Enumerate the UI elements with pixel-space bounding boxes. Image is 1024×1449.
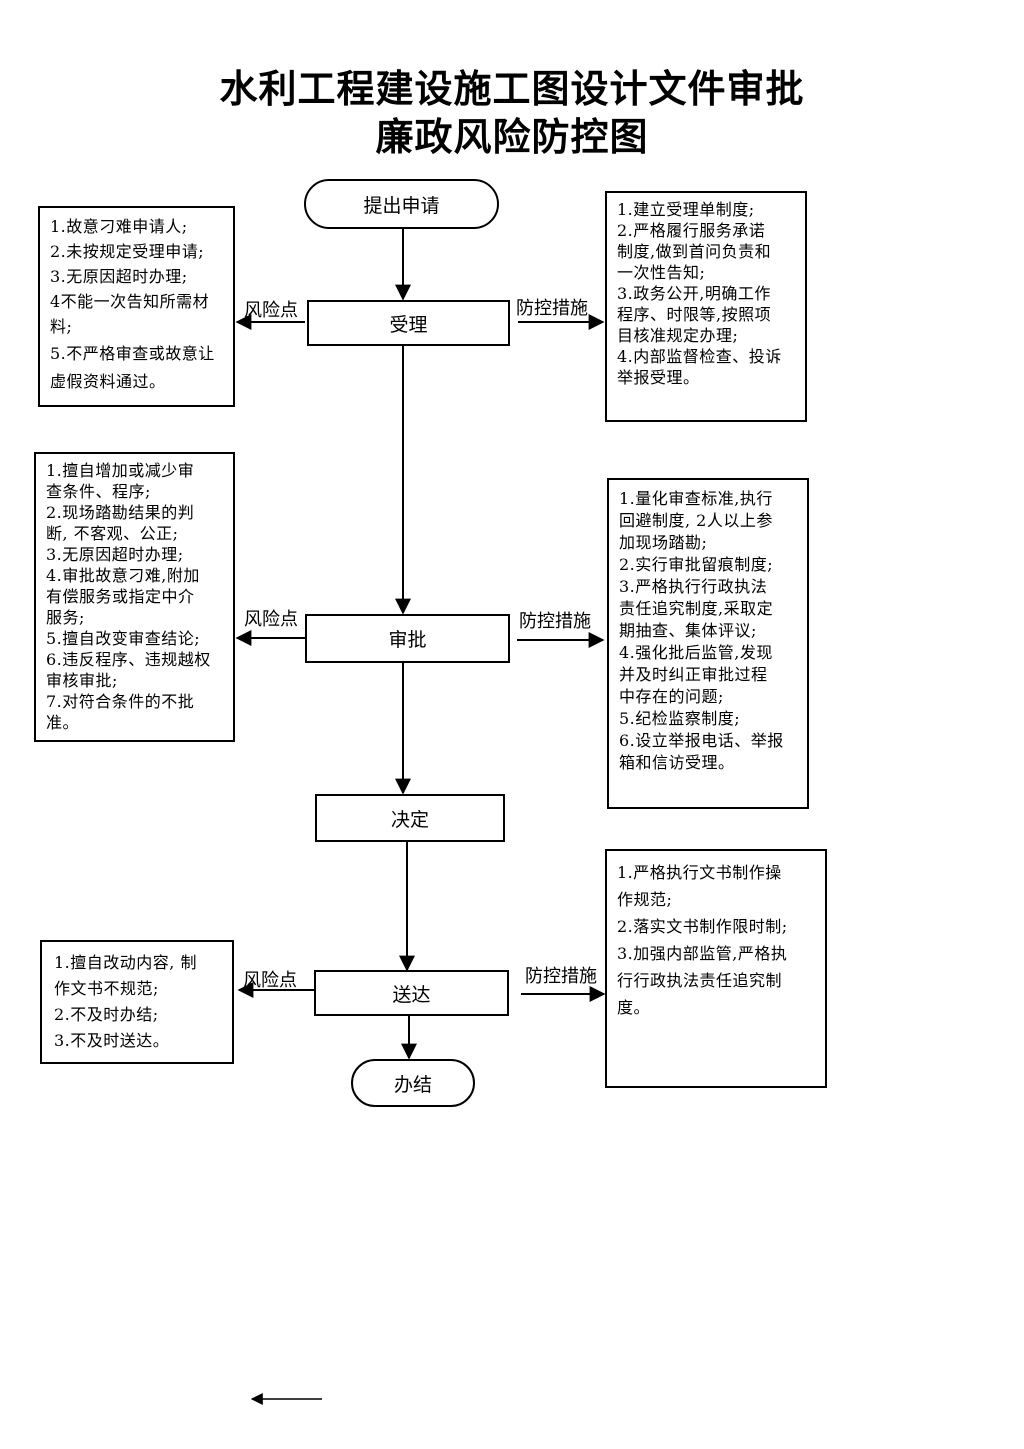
- risk-item: 审核审批;: [46, 671, 118, 690]
- flow-step-decide: 决定: [315, 794, 505, 842]
- control-item: 3.加强内部监管,严格执: [617, 944, 788, 963]
- control-box-accept: 1.建立受理单制度; 2.严格履行服务承诺 制度,做到首问负责和 一次性告知; …: [605, 191, 807, 422]
- risk-item: 5.不严格审查或故意让: [50, 344, 215, 363]
- flow-step-approve-label: 审批: [388, 629, 427, 651]
- control-item: 箱和信访受理。: [619, 753, 735, 772]
- control-item: 制度,做到首问负责和: [617, 242, 772, 261]
- control-item: 程序、时限等,按照项: [617, 305, 772, 324]
- control-item: 举报受理。: [617, 368, 700, 387]
- risk-box-accept: 1.故意刁难申请人; 2.未按规定受理申请; 3.无原因超时办理; 4不能一次告…: [38, 206, 235, 407]
- risk-item: 4不能一次告知所需材: [50, 292, 210, 311]
- control-item: 并及时纠正审批过程: [619, 665, 768, 684]
- control-item: 3.严格执行行政执法: [619, 577, 768, 596]
- flow-end-node: 办结: [351, 1059, 475, 1107]
- control-box-deliver: 1.严格执行文书制作操 作规范; 2.落实文书制作限时制; 3.加强内部监管,严…: [605, 849, 827, 1088]
- flow-step-decide-label: 决定: [390, 808, 429, 831]
- risk-box-deliver: 1.擅自改动内容, 制 作文书不规范; 2.不及时办结; 3.不及时送达。: [40, 940, 234, 1064]
- risk-label-2: 风险点: [244, 609, 298, 630]
- risk-item: 料;: [50, 317, 73, 336]
- control-item: 期抽查、集体评议;: [619, 621, 757, 640]
- flow-step-approve: 审批: [305, 614, 510, 663]
- risk-item: 3.无原因超时办理;: [50, 267, 188, 286]
- risk-item: 6.违反程序、违规越权: [46, 650, 211, 669]
- risk-item: 服务;: [46, 608, 85, 627]
- control-item: 作规范;: [617, 890, 673, 909]
- risk-item: 2.现场踏勘结果的判: [46, 503, 195, 522]
- control-item: 1.严格执行文书制作操: [617, 863, 782, 882]
- risk-item: 1.擅自增加或减少审: [46, 461, 195, 480]
- flow-step-deliver: 送达: [314, 970, 509, 1016]
- risk-item: 5.擅自改变审查结论;: [46, 629, 201, 648]
- control-item: 6.设立举报电话、举报: [619, 731, 784, 750]
- control-item: 3.政务公开,明确工作: [617, 284, 771, 303]
- page-title-line1: 水利工程建设施工图设计文件审批: [219, 66, 805, 111]
- risk-item: 查条件、程序;: [46, 482, 151, 501]
- risk-item: 3.无原因超时办理;: [46, 545, 184, 564]
- risk-item: 3.不及时送达。: [54, 1031, 170, 1050]
- control-item: 2.落实文书制作限时制;: [617, 917, 788, 936]
- control-item: 责任追究制度,采取定: [619, 599, 774, 618]
- control-item: 回避制度, 2人以上参: [619, 511, 773, 530]
- risk-box-approve: 1.擅自增加或减少审 查条件、程序; 2.现场踏勘结果的判 断, 不客观、公正;…: [34, 452, 235, 742]
- control-item: 4.强化批后监管,发现: [619, 643, 773, 662]
- risk-item: 2.未按规定受理申请;: [50, 242, 205, 261]
- control-box-approve: 1.量化审查标准,执行 回避制度, 2人以上参 加现场踏勘; 2.实行审批留痕制…: [607, 478, 809, 809]
- control-item: 度。: [617, 998, 651, 1017]
- control-item: 一次性告知;: [617, 263, 706, 282]
- control-item: 中存在的问题;: [619, 687, 724, 706]
- risk-item: 4.审批故意刁难,附加: [46, 566, 200, 585]
- control-item: 行行政执法责任追究制: [617, 971, 783, 990]
- flow-end-label: 办结: [393, 1073, 432, 1096]
- risk-item: 准。: [46, 713, 80, 732]
- control-label-1: 防控措施: [516, 298, 588, 319]
- flow-step-accept-label: 受理: [389, 313, 428, 336]
- page-title-line2: 廉政风险防控图: [375, 114, 649, 159]
- risk-label-1: 风险点: [244, 300, 298, 321]
- flow-step-accept: 受理: [307, 300, 510, 346]
- control-label-4: 防控措施: [525, 966, 597, 987]
- risk-label-4: 风险点: [243, 970, 297, 991]
- control-label-2: 防控措施: [519, 611, 591, 632]
- risk-item: 2.不及时办结;: [54, 1005, 159, 1024]
- flow-start-label: 提出申请: [363, 194, 440, 217]
- flow-step-deliver-label: 送达: [392, 983, 431, 1006]
- risk-item: 有偿服务或指定中介: [46, 587, 195, 606]
- control-item: 2.严格履行服务承诺: [617, 221, 766, 240]
- control-item: 4.内部监督检查、投诉: [617, 347, 782, 366]
- risk-item: 1.擅自改动内容, 制: [54, 953, 197, 972]
- risk-item: 虚假资料通过。: [50, 372, 166, 391]
- risk-item: 7.对符合条件的不批: [46, 692, 195, 711]
- risk-item: 1.故意刁难申请人;: [50, 217, 188, 236]
- flow-start-node: 提出申请: [304, 179, 499, 229]
- risk-item: 作文书不规范;: [54, 979, 159, 998]
- control-item: 5.纪检监察制度;: [619, 709, 741, 728]
- control-item: 2.实行审批留痕制度;: [619, 555, 774, 574]
- risk-item: 断, 不客观、公正;: [46, 524, 179, 543]
- control-item: 目核准规定办理;: [617, 326, 739, 345]
- control-item: 加现场踏勘;: [619, 533, 708, 552]
- control-item: 1.量化审查标准,执行: [619, 489, 773, 508]
- control-item: 1.建立受理单制度;: [617, 200, 755, 219]
